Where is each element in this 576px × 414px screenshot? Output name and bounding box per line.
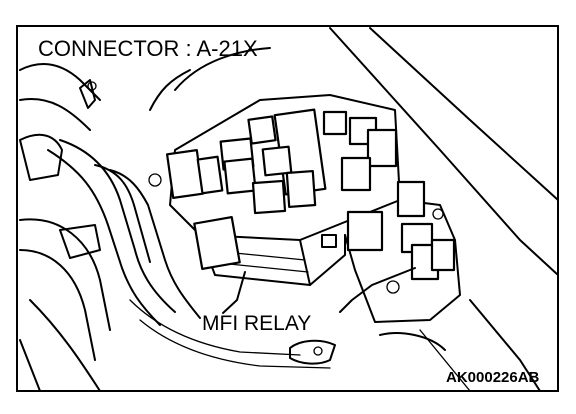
figure-code: AK000226AB xyxy=(446,369,540,386)
connector-label: CONNECTOR : A-21X xyxy=(38,36,258,61)
figure-frame xyxy=(16,25,559,392)
mfi-relay-callout-line-left xyxy=(222,271,246,314)
wiring-harness xyxy=(19,47,331,392)
mfi-relay-callout-line-right xyxy=(339,267,416,313)
relay-modules xyxy=(165,108,456,294)
mfi-relay-label: MFI RELAY xyxy=(202,312,311,335)
mounting-bracket xyxy=(289,332,446,365)
